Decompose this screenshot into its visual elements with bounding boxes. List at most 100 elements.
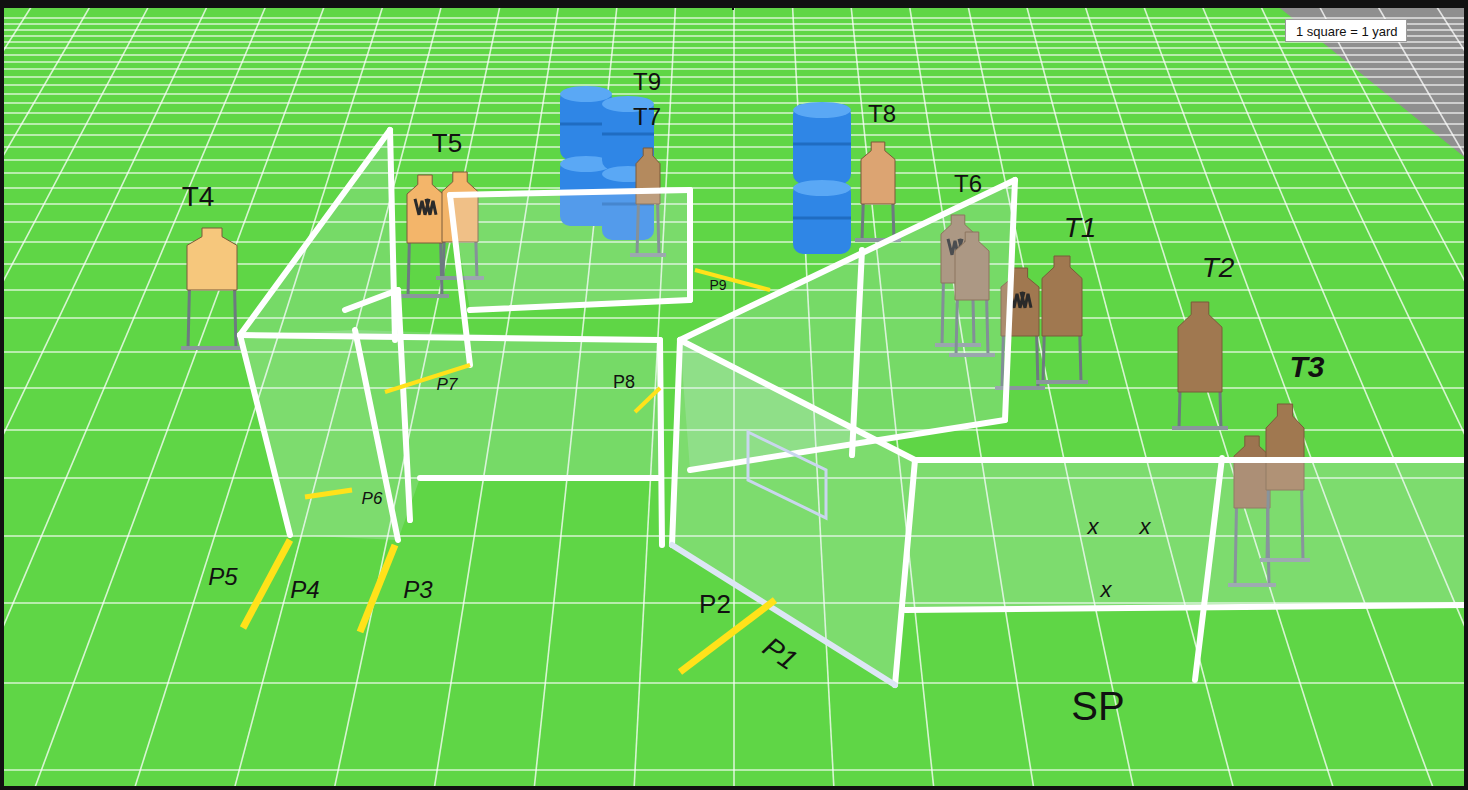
stage-label: T9: [633, 70, 661, 94]
door-post: [398, 290, 410, 520]
target-base: [401, 294, 449, 298]
grid-line: [0, 0, 268, 790]
grid-line: [0, 84, 1468, 86]
stage-label: P4: [290, 578, 319, 602]
stage-label: T4: [182, 183, 215, 211]
grid-line: [0, 187, 1468, 189]
wall-rail: [915, 457, 1468, 463]
grid-line: [1141, 0, 1434, 790]
grid-line: [1200, 0, 1468, 790]
grid-line: [0, 47, 1468, 49]
target-base: [1036, 380, 1088, 384]
grid-line: [0, 123, 1468, 125]
grid-line: [0, 0, 94, 790]
wall-post: [450, 195, 470, 365]
grid-line: [0, 159, 1468, 161]
grid-line: [1258, 0, 1468, 790]
stage-label: T1: [1064, 214, 1097, 242]
wall-panel: [905, 460, 1468, 610]
grid-line: [0, 76, 1468, 78]
fault-line: [695, 270, 770, 290]
frame-divider: [732, 0, 734, 10]
barrel-rib: [793, 143, 851, 146]
barrel-top: [560, 86, 612, 102]
grid-line: [0, 146, 1468, 148]
target: [187, 228, 237, 290]
barrel-rib: [793, 217, 851, 220]
wall-post: [895, 460, 915, 685]
stage-label: P8: [613, 373, 635, 391]
barrel-top: [793, 102, 851, 118]
grid-line: [1432, 0, 1468, 790]
barrel-top: [793, 180, 851, 196]
wall-post: [672, 340, 680, 545]
stage-label: P2: [699, 591, 731, 617]
wall-post: [660, 340, 662, 545]
grid-line: [0, 29, 1468, 31]
stage-label: P6: [362, 490, 383, 507]
fault-line: [385, 365, 470, 392]
wall-window: [748, 432, 826, 518]
wall-post: [1195, 458, 1222, 680]
grid-line: [0, 17, 1468, 19]
wall-panel: [450, 190, 690, 310]
no-shoot-hands: [415, 199, 436, 215]
wall-post: [1005, 180, 1015, 420]
grid-line: [0, 0, 36, 790]
target: [407, 175, 443, 243]
grid-line: [0, 61, 1468, 63]
wall-rail: [450, 190, 690, 195]
wall-post: [240, 335, 290, 535]
grid-line: [1374, 0, 1468, 790]
wall-rail: [905, 605, 1468, 610]
stage-label: T6: [954, 172, 982, 196]
grid-line: [0, 54, 1468, 56]
grid-line: [0, 203, 1468, 205]
scale-text: 1 square = 1 yard: [1296, 24, 1396, 39]
stage-label: T8: [868, 102, 896, 126]
stage-label: T2: [1202, 254, 1235, 282]
grid-line: [1083, 0, 1334, 790]
fault-line: [635, 388, 660, 412]
wall-post: [390, 130, 395, 340]
fault-line: [243, 540, 290, 628]
grid-line: [0, 102, 1468, 104]
wall-rail: [240, 335, 660, 340]
fault-lines: [243, 270, 775, 672]
grid-line: [0, 112, 1468, 114]
grid-line: [0, 221, 1468, 223]
wall-post: [852, 250, 862, 455]
stage-label: P5: [208, 565, 237, 589]
position-mark: x: [1101, 579, 1112, 601]
wall-post: [687, 190, 693, 300]
door-rail: [345, 290, 398, 310]
walls: [240, 130, 1468, 685]
stage-label: T7: [633, 105, 661, 129]
position-mark: x: [1140, 516, 1151, 538]
grid-line: [0, 35, 1468, 37]
wall-rail: [470, 300, 690, 310]
wall-panel: [240, 130, 395, 340]
grid-line: [0, 68, 1468, 70]
grid-line: [0, 172, 1468, 174]
wall-rail: [420, 475, 660, 481]
position-mark: x: [1088, 516, 1099, 538]
scale-box: 1 square = 1 yard: [1285, 19, 1407, 42]
stage-label: P9: [709, 278, 726, 292]
grid-line: [0, 93, 1468, 95]
wall-post: [355, 330, 398, 540]
target: [1042, 256, 1082, 336]
fault-line: [360, 545, 395, 632]
grid-line: [0, 0, 210, 790]
stage-label: P3: [403, 578, 432, 602]
wall-panel: [680, 180, 1015, 470]
grid-line: [0, 682, 1468, 684]
stage-label: T5: [432, 130, 462, 156]
grid-line: [1316, 0, 1468, 790]
target-base: [1172, 426, 1228, 430]
stage-label: P7: [437, 376, 458, 393]
